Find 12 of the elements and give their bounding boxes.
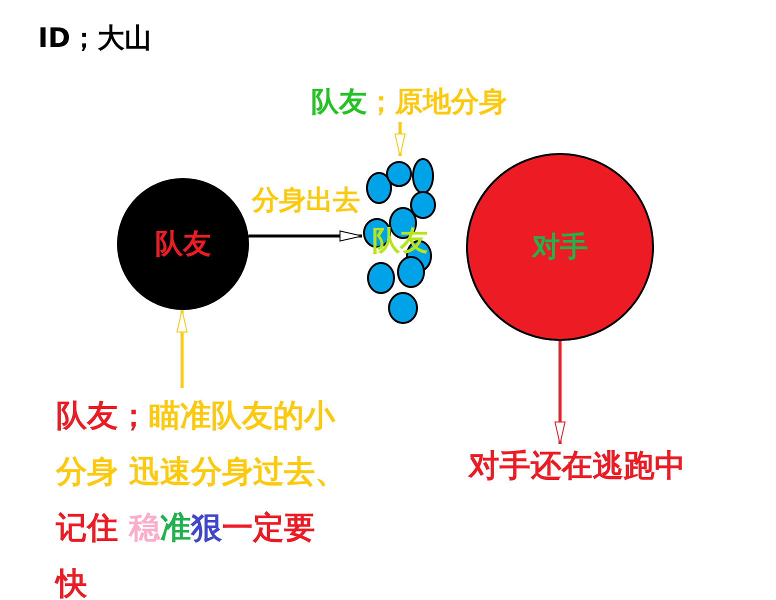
arrow <box>248 230 362 242</box>
instruction-text: 队友；瞄准队友的小分身 迅速分身过去、记住 稳准狠一定要快 <box>56 397 347 600</box>
node-label: 队友 <box>155 226 211 262</box>
callout-text: ；原地分身 <box>367 84 507 120</box>
arrow <box>554 341 566 444</box>
node-label: 对手 <box>532 229 588 265</box>
arrow <box>176 310 188 388</box>
edge-label: 分身出去 <box>252 184 360 218</box>
arrow <box>394 122 406 156</box>
title: ID；大山 <box>38 22 152 56</box>
callout-text: 队友 <box>311 84 367 120</box>
callout-text: 对手还在逃跑中 <box>468 447 686 486</box>
